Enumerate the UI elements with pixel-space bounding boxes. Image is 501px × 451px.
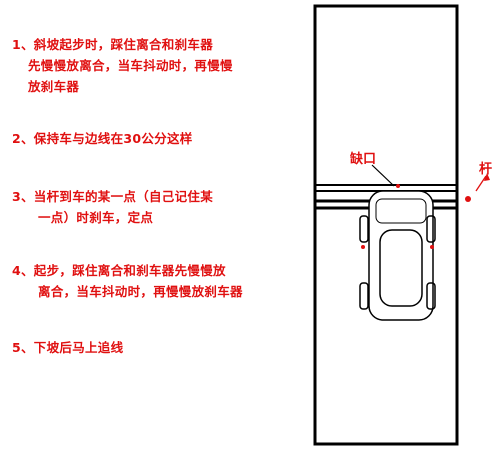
step-4-line-1: 4、起步，踩住离合和刹车器先慢慢放 — [12, 263, 226, 278]
step-3-line-2: 一点）时刹车，定点 — [38, 210, 154, 225]
pole-arrowhead — [484, 173, 490, 181]
car-body — [368, 190, 434, 321]
step-2-line-1: 2、保持车与边线在30公分这样 — [12, 131, 193, 146]
pole-marker — [465, 196, 471, 202]
gap-label: 缺口 — [350, 152, 377, 167]
step-4: 4、起步，踩住离合和刹车器先慢慢放 离合，当车抖动时，再慢慢放刹车器 — [12, 260, 243, 302]
step-2: 2、保持车与边线在30公分这样 — [12, 128, 193, 149]
wheel-front-right — [426, 215, 436, 243]
step-5: 5、下坡后马上追线 — [12, 337, 123, 358]
step-4-line-2: 离合，当车抖动时，再慢慢放刹车器 — [38, 284, 243, 299]
pole-arrow — [475, 175, 487, 192]
wheel-front-left — [359, 215, 369, 243]
instructions-panel: 1、斜坡起步时，踩住离合和刹车器 先慢慢放离合，当车抖动时，再慢慢 放刹车器 2… — [12, 34, 243, 358]
step-1-line-3: 放刹车器 — [28, 79, 80, 94]
step-1-line-1: 1、斜坡起步时，踩住离合和刹车器 — [12, 37, 213, 52]
step-3: 3、当杆到车的某一点（自己记住某 一点）时刹车，定点 — [12, 186, 213, 228]
lane-outline — [313, 4, 459, 446]
step-3-line-1: 3、当杆到车的某一点（自己记住某 — [12, 189, 213, 204]
car-mark-left — [361, 245, 365, 249]
step-5-line-1: 5、下坡后马上追线 — [12, 340, 124, 355]
gap-marker — [396, 184, 400, 188]
pole-label: 杆 — [479, 162, 493, 177]
step-1-line-2: 先慢慢放离合，当车抖动时，再慢慢 — [28, 58, 233, 73]
car-mark-right — [430, 245, 434, 249]
wheel-rear-right — [426, 282, 436, 310]
gap-pointer — [371, 164, 395, 187]
car-roof — [379, 229, 423, 307]
car-windshield — [375, 198, 427, 224]
wheel-rear-left — [359, 282, 369, 310]
step-1: 1、斜坡起步时，踩住离合和刹车器 先慢慢放离合，当车抖动时，再慢慢 放刹车器 — [12, 34, 233, 97]
